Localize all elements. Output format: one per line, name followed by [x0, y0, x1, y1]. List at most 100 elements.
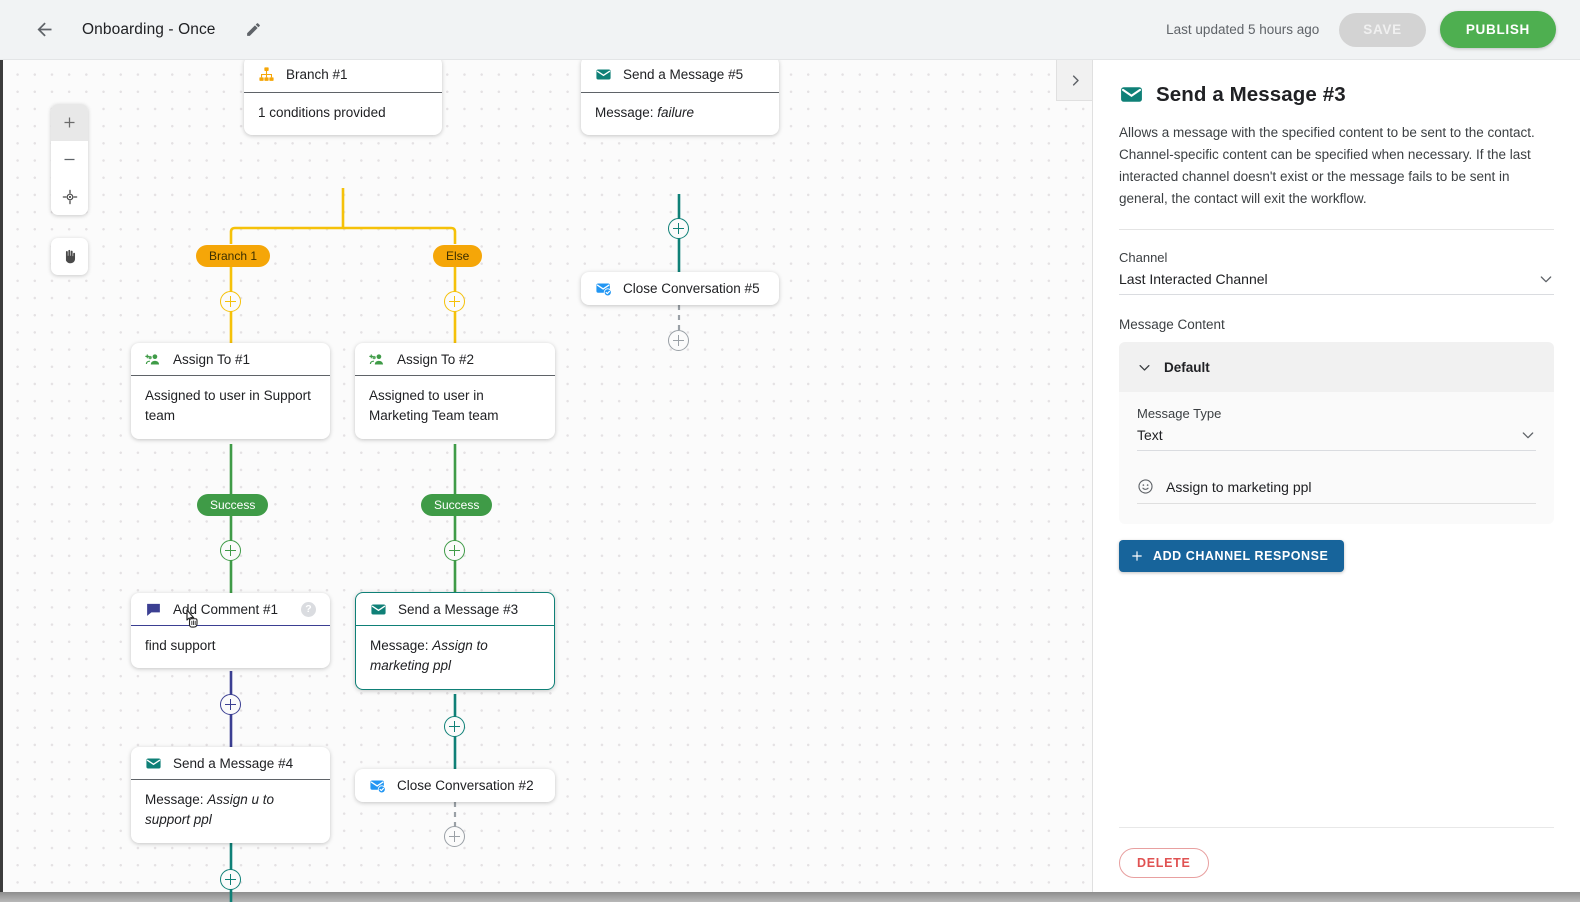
add-channel-response-label: ADD CHANNEL RESPONSE	[1153, 549, 1329, 564]
node-body: find support	[145, 638, 216, 653]
workflow-canvas[interactable]: Branch 1 Else Success Success	[0, 60, 1092, 902]
channel-value: Last Interacted Channel	[1119, 271, 1268, 288]
publish-button[interactable]: PUBLISH	[1439, 11, 1556, 48]
window-bottom-edge	[0, 892, 1580, 902]
node-title: Add Comment #1	[173, 601, 279, 617]
collapse-panel-button[interactable]	[1056, 60, 1092, 101]
message-text-value: Assign to marketing ppl	[1166, 478, 1312, 495]
message-text-input[interactable]: Assign to marketing ppl	[1137, 469, 1536, 505]
panel-footer: DELETE	[1093, 827, 1580, 902]
delete-button[interactable]: DELETE	[1119, 848, 1209, 878]
channel-select[interactable]: Last Interacted Channel	[1119, 265, 1554, 296]
node-body: Message: failure	[581, 93, 779, 135]
default-section-header[interactable]: Default	[1119, 342, 1554, 393]
node-assign-to-1[interactable]: Assign To #1 Assigned to user in Support…	[131, 343, 330, 439]
add-node-button[interactable]	[668, 218, 689, 239]
envelope-check-icon	[370, 780, 386, 794]
add-node-button[interactable]	[444, 826, 465, 847]
node-body: 1 conditions provided	[258, 105, 386, 120]
envelope-icon	[371, 604, 386, 614]
node-body-value: Assign to marketing ppl	[370, 638, 488, 674]
add-node-button[interactable]	[220, 869, 241, 890]
node-add-comment-1[interactable]: Add Comment #1 ? find support	[131, 593, 330, 669]
envelope-icon	[1121, 87, 1142, 102]
default-section-body: Message Type Text	[1119, 392, 1554, 524]
panel-divider	[1119, 229, 1554, 231]
back-button[interactable]	[26, 12, 62, 48]
message-content-card: Default Message Type Text	[1119, 342, 1554, 525]
add-node-button[interactable]	[220, 694, 241, 715]
node-send-a-message-3[interactable]: Send a Message #3 Message: Assign to mar…	[355, 592, 555, 690]
node-close-conversation-2[interactable]: Close Conversation #2	[355, 769, 555, 802]
node-title: Send a Message #5	[623, 66, 744, 82]
help-icon[interactable]: ?	[301, 601, 316, 617]
add-node-button[interactable]	[444, 540, 465, 561]
add-node-button[interactable]	[444, 291, 465, 312]
top-bar: Onboarding - Once Last updated 5 hours a…	[0, 0, 1580, 60]
message-type-select[interactable]: Text	[1137, 421, 1536, 452]
node-body-prefix: Message:	[370, 638, 433, 653]
add-node-button[interactable]	[220, 291, 241, 312]
envelope-icon	[146, 758, 161, 768]
arrow-left-icon	[37, 22, 51, 37]
node-body-prefix: Message:	[145, 792, 208, 807]
branch-pill-else[interactable]: Else	[433, 245, 483, 267]
node-body-value: failure	[657, 105, 695, 120]
add-node-button[interactable]	[444, 716, 465, 737]
panel-title: Send a Message #3	[1156, 82, 1346, 106]
zoom-out-button[interactable]	[51, 141, 88, 178]
success-pill-right[interactable]: Success	[421, 494, 493, 516]
node-title: Assign To #2	[397, 351, 475, 367]
chevron-down-icon	[1522, 432, 1534, 439]
node-title: Close Conversation #2	[397, 778, 534, 793]
envelope-icon	[596, 69, 611, 79]
crosshair-icon	[62, 189, 77, 204]
node-body: Message: Assign u to support ppl	[131, 780, 330, 843]
hand-icon	[65, 249, 76, 264]
node-body-value: Assign u to support ppl	[145, 792, 275, 828]
branch-pill-branch-1[interactable]: Branch 1	[196, 245, 271, 267]
node-body-prefix: Message:	[595, 105, 658, 120]
envelope-check-icon	[596, 283, 612, 297]
chevron-down-icon	[1540, 276, 1552, 283]
add-node-button[interactable]	[220, 540, 241, 561]
message-type-label: Message Type	[1137, 406, 1222, 422]
minus-icon	[64, 158, 75, 161]
add-node-button[interactable]	[668, 330, 689, 351]
node-assign-to-2[interactable]: Assign To #2 Assigned to user in Marketi…	[355, 343, 555, 439]
chevron-down-icon	[1139, 364, 1150, 371]
node-title: Close Conversation #5	[623, 281, 760, 296]
node-title: Assign To #1	[173, 351, 251, 367]
add-channel-response-button[interactable]: ADD CHANNEL RESPONSE	[1119, 540, 1345, 573]
assign-user-icon	[145, 353, 160, 364]
message-type-value: Text	[1137, 427, 1163, 444]
zoom-in-button[interactable]	[51, 104, 88, 141]
emoji-smiley-icon[interactable]	[1137, 478, 1154, 495]
pan-tool-button[interactable]	[51, 238, 88, 275]
panel-header: Send a Message #3	[1119, 82, 1554, 107]
zoom-controls	[51, 104, 88, 215]
workflow-title: Onboarding - Once	[82, 20, 216, 38]
recenter-button[interactable]	[51, 178, 88, 215]
node-send-a-message-4[interactable]: Send a Message #4 Message: Assign u to s…	[131, 747, 330, 843]
node-body: Assigned to user in Marketing Team team	[369, 388, 499, 424]
default-section-title: Default	[1164, 359, 1210, 375]
success-pill-left[interactable]: Success	[197, 494, 269, 516]
node-body: Message: Assign to marketing ppl	[356, 626, 554, 689]
panel-scroll-area[interactable]: Send a Message #3 Allows a message with …	[1093, 60, 1580, 827]
assign-user-icon	[369, 353, 384, 364]
edit-title-button[interactable]	[238, 14, 270, 46]
node-title: Send a Message #3	[398, 601, 519, 617]
node-title: Branch #1	[286, 66, 348, 82]
properties-panel: Send a Message #3 Allows a message with …	[1092, 60, 1580, 902]
node-branch-1[interactable]: Branch #1 1 conditions provided	[244, 60, 442, 136]
save-button[interactable]: SAVE	[1339, 12, 1426, 47]
node-close-conversation-5[interactable]: Close Conversation #5	[581, 272, 779, 305]
plus-icon	[1132, 551, 1142, 562]
comment-icon	[147, 603, 160, 616]
branch-icon	[259, 66, 274, 81]
last-updated-text: Last updated 5 hours ago	[1166, 22, 1320, 37]
chevron-right-icon	[1072, 74, 1079, 86]
node-send-a-message-5[interactable]: Send a Message #5 Message: failure	[581, 60, 779, 136]
message-content-label: Message Content	[1119, 317, 1225, 333]
